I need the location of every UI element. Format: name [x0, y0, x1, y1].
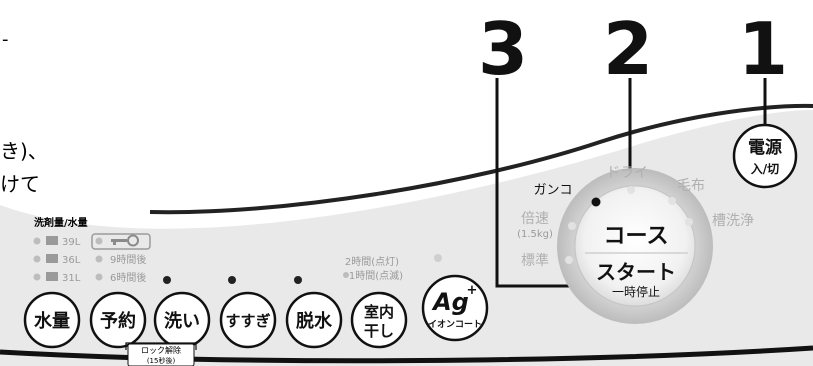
indicator-dot [33, 255, 41, 263]
ag-label: Ag [431, 288, 469, 316]
spin-indicator [294, 276, 302, 284]
pause-label: 一時停止 [612, 284, 660, 299]
rinse-button[interactable]: すすぎ [219, 291, 277, 349]
callout-3-line [495, 78, 590, 288]
side-text-line1: き)、 [0, 139, 48, 163]
level-icon [46, 236, 58, 245]
course-blanket: 毛布 [677, 178, 705, 194]
callout-3: 3 [478, 7, 528, 91]
power-button[interactable]: 電源 入/切 [732, 123, 798, 189]
course-dot-speed [568, 222, 576, 230]
panel-edge [149, 103, 813, 215]
indoor-dry-label-2: 干し [364, 322, 394, 340]
callout-2: 2 [603, 7, 653, 91]
course-dot-standard [565, 256, 573, 264]
course-ganko: ガンコ [533, 183, 572, 198]
course-dot-blanket [668, 197, 676, 205]
water-button-label: 水量 [34, 310, 70, 332]
course-standard: 標準 [521, 253, 549, 269]
power-label-2: 入/切 [751, 162, 779, 176]
indicator-dot [33, 237, 41, 245]
callout-1: 1 [738, 7, 788, 91]
panel-bottom-edge [0, 345, 813, 364]
water-level-label: 36L [62, 255, 81, 266]
lock-bracket [125, 342, 197, 350]
timer-6h-label: 6時間後 [110, 271, 146, 284]
lock-release-label-box [127, 343, 195, 366]
level-icon [46, 272, 58, 281]
lock-release-line2: (15秒後) [147, 356, 176, 365]
key-icon [95, 234, 139, 247]
water-level-39l: 39L [33, 236, 81, 248]
ag-indicator [434, 254, 442, 262]
water-level-label: 31L [62, 273, 81, 284]
spin-button[interactable]: 脱水 [285, 291, 343, 349]
water-level-36l: 36L [33, 254, 81, 266]
ag-plus-label: + [467, 283, 478, 298]
indicator-dot [343, 272, 349, 278]
timer-9h-label: 9時間後 [110, 253, 146, 266]
indoor-dry-label-1: 室内 [364, 303, 394, 321]
side-text-top: ‐ [2, 29, 9, 50]
power-label-1: 電源 [748, 137, 782, 158]
water-level-31l: 31L [33, 272, 81, 284]
water-level-label: 39L [62, 237, 81, 248]
water-button[interactable]: 水量 [23, 291, 81, 349]
spin-button-label: 脱水 [296, 310, 333, 332]
indicator-dot [33, 273, 41, 281]
ag-sub-label: イオンコート [428, 319, 482, 330]
timer-button[interactable]: 予約 [89, 291, 147, 349]
course-dial-center[interactable] [574, 185, 696, 307]
dry-timer-1h: 1時間(点滅) [349, 270, 403, 282]
side-text-line2: けて [0, 172, 40, 196]
lock-indicator-frame [91, 233, 151, 250]
level-icon [46, 254, 58, 263]
wash-button-label: 洗い [164, 310, 200, 332]
start-button-label: スタート [596, 260, 676, 284]
course-dot-tub-clean [685, 218, 693, 226]
rinse-button-label: すすぎ [225, 312, 270, 330]
indoor-dry-button[interactable]: 室内 干し [350, 291, 408, 349]
wash-button[interactable]: 洗い [153, 291, 211, 349]
course-dot-ganko [591, 197, 601, 207]
rinse-indicator [228, 276, 236, 284]
timer-button-label: 予約 [100, 310, 136, 332]
ag-ion-coat-button[interactable]: Ag + イオンコート [421, 274, 489, 342]
course-dry: ドライ [606, 165, 648, 181]
water-group-title: 洗剤量/水量 [34, 216, 88, 229]
indicator-dot [95, 255, 103, 263]
course-tub-clean: 槽洗浄 [712, 213, 754, 229]
indicator-dot [95, 273, 103, 281]
course-speed: 倍速 [521, 211, 549, 227]
course-speed-sub: (1.5kg) [517, 229, 553, 240]
course-button-label: コース [604, 224, 669, 249]
wash-indicator [163, 276, 171, 284]
dry-timer-2h: 2時間(点灯) [345, 256, 399, 268]
lock-release-line1: ロック解除 [141, 345, 181, 355]
course-dot-dry [627, 186, 635, 194]
